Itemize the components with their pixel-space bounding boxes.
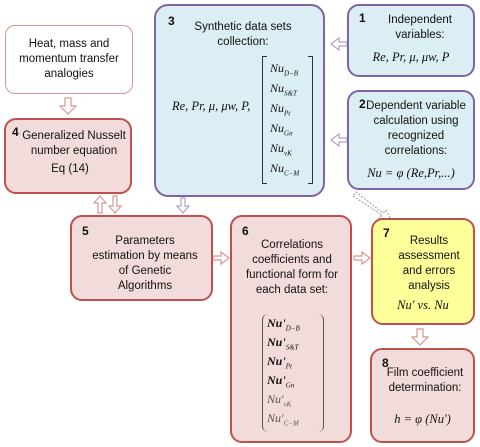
box-number-1: 1 [359, 11, 366, 25]
matrix-item: NuvK [270, 141, 292, 158]
box-number-8: 8 [382, 356, 389, 370]
correlation-item: Nu'Gn [267, 373, 295, 390]
dependent-variable-math: Nu = φ (Re,Pr,...) [367, 166, 455, 180]
analogies-box: Heat, mass and momentum transfer analogi… [5, 25, 133, 94]
box-number-2: 2 [359, 97, 366, 111]
matrix-bracket-right [308, 56, 313, 184]
results-assessment-box: 7 Results assessment and errors analysis… [371, 218, 475, 325]
parameter-estimation-title: Parameters estimation by means of Geneti… [92, 235, 198, 292]
equation-reference: Eq (14) [51, 163, 89, 175]
correlation-item: Nu'S&T [267, 335, 299, 352]
film-coefficient-title: Film coefficient determination: [386, 367, 464, 394]
correlations-box: 6 Correlations coefficients and function… [230, 215, 352, 443]
arrow-right-6-to-7 [353, 250, 371, 266]
arrow-up-5-to-4 [92, 195, 108, 214]
parameter-estimation-box: 5 Parameters estimation by means of Gene… [70, 215, 213, 301]
correlations-title: Correlations coefficients and functional… [245, 239, 339, 296]
synthetic-data-title: Synthetic data sets collection: [194, 21, 292, 48]
matrix-item: NuD−B [270, 61, 299, 78]
matrix-item: NuS&T [270, 81, 297, 98]
analogies-text: Heat, mass and momentum transfer analogi… [19, 38, 119, 80]
results-comparison-math: Nu' vs. Nu [397, 298, 449, 312]
box-number-7: 7 [383, 226, 390, 240]
synthetic-data-box: 3 Synthetic data sets collection: Re, Pr… [154, 4, 325, 197]
independent-variables-title: Independent variables: [388, 14, 452, 41]
arrow-down-7-to-8 [410, 328, 430, 346]
generalized-nusselt-title: Generalized Nusselt number equation [22, 130, 126, 157]
arrow-down-4-to-5 [107, 195, 123, 214]
results-assessment-title: Results assessment and errors analysis [398, 235, 460, 292]
generalized-nusselt-box: 4 Generalized Nusselt number equation Eq… [4, 118, 132, 194]
box-number-3: 3 [168, 14, 175, 28]
box-number-4: 4 [12, 125, 19, 139]
independent-variables-math: Re, Pr, μ, μw, P [372, 50, 450, 64]
dependent-variable-title: Dependent variable calculation using rec… [366, 100, 466, 157]
nusselt-matrix: NuD−B NuS&T NuPt NuGn NuvK NuC−M [270, 58, 299, 178]
box-number-5: 5 [82, 224, 89, 238]
arrow-left-1-to-3 [330, 36, 348, 52]
film-coefficient-box: 8 Film coefficient determination: h = φ … [370, 348, 475, 443]
matrix-bracket-left [262, 56, 267, 184]
arrow-left-2-to-3 [330, 132, 348, 148]
arrow-down-0-to-4 [58, 97, 78, 115]
synthetic-data-variables: Re, Pr, μ, μw, P, [172, 99, 251, 113]
matrix-item: NuGn [270, 121, 293, 138]
correlation-item: Nu'D−B [267, 316, 300, 333]
correlation-item: Nu'vK [267, 392, 292, 409]
matrix-item: NuPt [270, 101, 291, 118]
correlation-item: Nu'Pt [267, 354, 292, 371]
correlations-list: Nu'D−B Nu'S&T Nu'Pt Nu'Gn Nu'vK Nu'C−M [262, 314, 324, 432]
arrow-right-5-to-6 [212, 250, 230, 266]
film-coefficient-math: h = φ (Nu') [394, 412, 451, 426]
independent-variables-box: 1 Independent variables: Re, Pr, μ, μw, … [347, 4, 475, 77]
box-number-6: 6 [242, 224, 249, 238]
correlation-item: Nu'C−M [267, 411, 299, 428]
dependent-variable-box: 2 Dependent variable calculation using r… [347, 90, 475, 190]
matrix-item: NuC−M [270, 161, 300, 178]
arrow-down-3-to-5 [175, 197, 191, 214]
dashed-arrow-2-to-7 [352, 191, 393, 222]
